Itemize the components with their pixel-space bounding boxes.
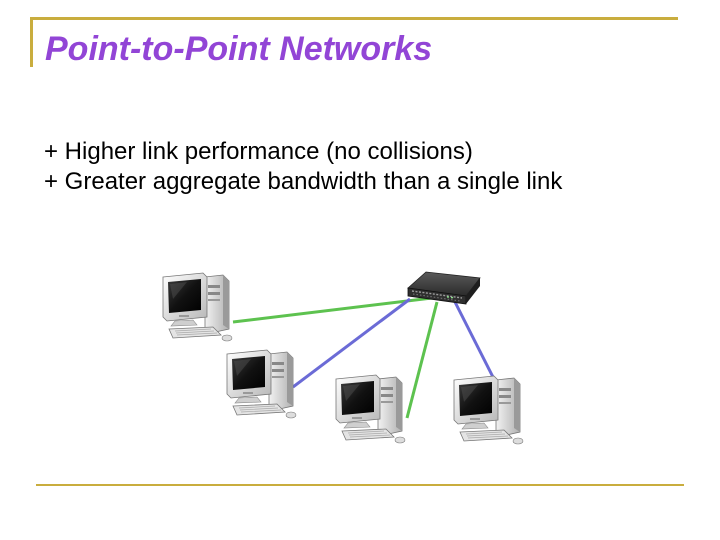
- link-blue-pc4: [453, 301, 499, 386]
- computer-icon: [162, 272, 233, 342]
- bullet-item: + Greater aggregate bandwidth than a sin…: [44, 168, 563, 195]
- frame-bottom-rule: [36, 484, 684, 486]
- computer-icon: [226, 349, 297, 419]
- frame-left-rule: [30, 17, 33, 67]
- link-green-pc3: [405, 301, 439, 419]
- computer-icon: [453, 375, 524, 445]
- slide-title: Point-to-Point Networks: [45, 30, 433, 68]
- frame-top-rule: [30, 17, 678, 20]
- network-switch-icon: [407, 271, 481, 305]
- link-green-pc1: [232, 296, 433, 324]
- bullet-list: + Higher link performance (no collisions…: [44, 137, 684, 197]
- link-blue-pc2: [292, 297, 411, 389]
- bullet-item: + Higher link performance (no collisions…: [44, 138, 473, 165]
- computer-icon: [335, 374, 406, 444]
